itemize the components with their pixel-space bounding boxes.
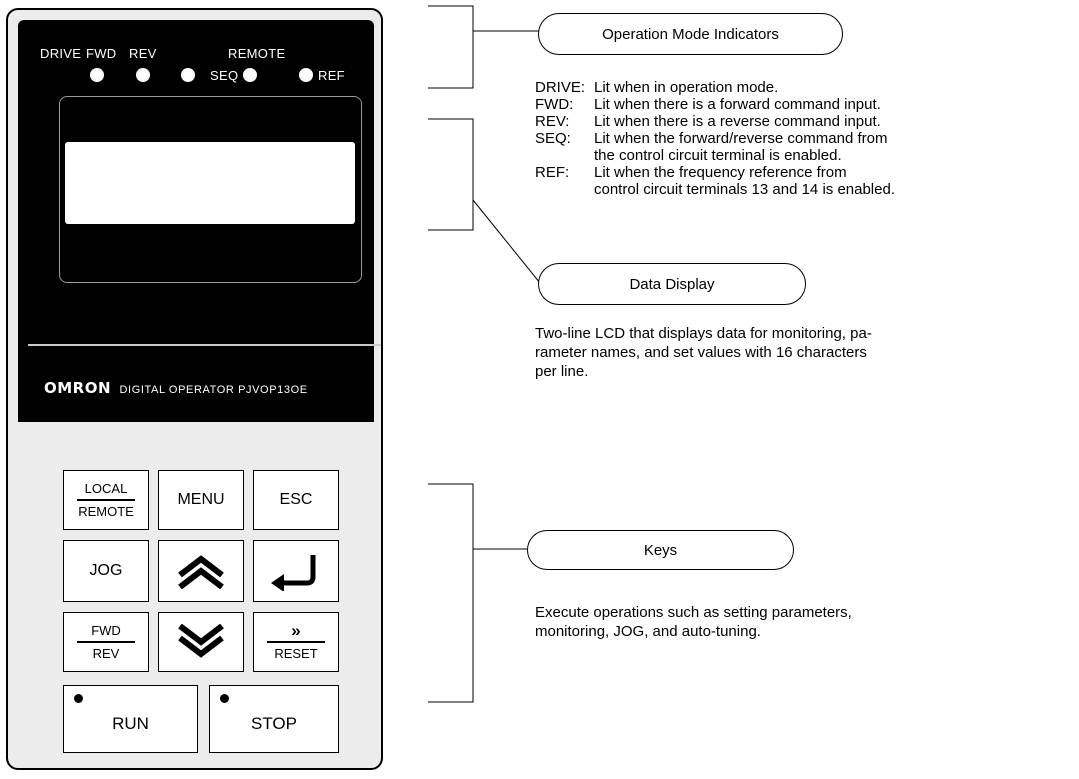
description-line: rameter names, and set values with 16 ch… <box>535 344 867 361</box>
drive-indicator-label: DRIVE <box>40 46 82 61</box>
shift-label: » <box>291 621 301 641</box>
definition-row: SEQ: Lit when the forward/reverse command… <box>535 130 1075 147</box>
menu-label: MENU <box>177 491 225 508</box>
double-chevron-up-icon <box>178 555 224 589</box>
definition-text: the control circuit terminal is enabled. <box>594 147 842 164</box>
stop-label: STOP <box>251 714 297 733</box>
description-line: Two-line LCD that displays data for moni… <box>535 325 872 342</box>
keys-bracket <box>428 483 474 703</box>
esc-key[interactable]: ESC <box>253 470 339 530</box>
remote-indicator-label: REMOTE <box>228 46 286 61</box>
remote-label: REMOTE <box>78 503 134 519</box>
definition-term: REF: <box>535 164 570 181</box>
definition-term: DRIVE: <box>535 79 586 96</box>
operation-mode-callout: Operation Mode Indicators <box>538 13 843 55</box>
run-key[interactable]: RUN <box>63 685 198 753</box>
definition-row: REV: Lit when there is a reverse command … <box>535 113 1075 130</box>
definition-row: REF: Lit when the frequency reference fro… <box>535 164 1075 181</box>
panel-divider <box>28 344 381 346</box>
data-display-callout: Data Display <box>538 263 806 305</box>
fwd-led <box>136 68 150 82</box>
double-chevron-down-icon <box>178 624 224 658</box>
down-key[interactable] <box>158 612 244 672</box>
enter-key[interactable] <box>253 540 339 602</box>
definition-term: SEQ: <box>535 130 571 147</box>
key-divider <box>76 641 136 643</box>
drive-led <box>90 68 104 82</box>
definition-text: Lit when there is a forward command inpu… <box>594 96 881 113</box>
lcd-display <box>65 142 355 224</box>
rev-key-label: REV <box>92 645 120 661</box>
seq-led <box>243 68 257 82</box>
rev-indicator-label: REV <box>129 46 157 61</box>
fwd-rev-key[interactable]: FWD REV <box>63 612 149 672</box>
menu-key[interactable]: MENU <box>158 470 244 530</box>
definition-row: the control circuit terminal is enabled. <box>535 147 1075 164</box>
ref-led <box>299 68 313 82</box>
fwd-key-label: FWD <box>91 623 121 639</box>
definition-row: FWD: Lit when there is a forward command … <box>535 96 1075 113</box>
definition-text: Lit when the forward/reverse command fro… <box>594 130 888 147</box>
definition-term: FWD: <box>535 96 574 113</box>
panel-display-area: DRIVE FWD REV REMOTE SEQ REF OMRON DIGIT… <box>18 20 381 422</box>
stop-led <box>220 694 229 703</box>
run-led <box>74 694 83 703</box>
esc-label: ESC <box>279 491 313 508</box>
definition-row: DRIVE: Lit when in operation mode. <box>535 79 1075 96</box>
local-remote-key[interactable]: LOCAL REMOTE <box>63 470 149 530</box>
description-line: Execute operations such as setting param… <box>535 604 852 621</box>
definition-text: Lit when there is a reverse command inpu… <box>594 113 881 130</box>
local-label: LOCAL <box>84 481 128 497</box>
display-bracket <box>428 118 474 231</box>
definition-row: control circuit terminals 13 and 14 is e… <box>535 181 1075 198</box>
definition-text: Lit when in operation mode. <box>594 79 779 96</box>
description-line: per line. <box>535 363 589 380</box>
key-divider <box>266 641 326 643</box>
reset-label: RESET <box>274 645 318 661</box>
digital-operator-panel: DRIVE FWD REV REMOTE SEQ REF OMRON DIGIT… <box>6 8 383 770</box>
indicator-bracket <box>428 5 474 89</box>
description-line: monitoring, JOG, and auto-tuning. <box>535 623 761 640</box>
enter-arrow-icon <box>271 555 316 591</box>
definition-term: REV: <box>535 113 570 130</box>
indicator-definitions: DRIVE: Lit when in operation mode. FWD: Lit… <box>535 79 1075 198</box>
definition-text: Lit when the frequency reference from <box>594 164 847 181</box>
lcd-frame <box>59 96 362 283</box>
up-key[interactable] <box>158 540 244 602</box>
brand-logo: OMRON <box>44 379 112 397</box>
jog-label: JOG <box>89 562 123 579</box>
stop-key[interactable]: STOP <box>209 685 339 753</box>
brand-strip: OMRON DIGITAL OPERATOR PJVOP13OE <box>44 379 308 398</box>
definition-text: control circuit terminals 13 and 14 is e… <box>594 181 895 198</box>
shift-reset-key[interactable]: » RESET <box>253 612 339 672</box>
model-label: DIGITAL OPERATOR PJVOP13OE <box>119 384 308 396</box>
seq-indicator-label: SEQ <box>210 68 239 83</box>
keys-title: Keys <box>643 541 678 559</box>
jog-key[interactable]: JOG <box>63 540 149 602</box>
keys-description: Execute operations such as setting param… <box>535 603 1075 641</box>
run-label: RUN <box>112 714 149 733</box>
data-display-title: Data Display <box>629 275 715 293</box>
keys-callout: Keys <box>527 530 794 570</box>
display-leader <box>472 199 541 284</box>
ref-indicator-label: REF <box>318 68 345 83</box>
operation-mode-title: Operation Mode Indicators <box>602 25 779 43</box>
fwd-indicator-label: FWD <box>86 46 117 61</box>
data-display-description: Two-line LCD that displays data for moni… <box>535 324 1075 381</box>
key-divider <box>76 499 136 501</box>
rev-led <box>181 68 195 82</box>
